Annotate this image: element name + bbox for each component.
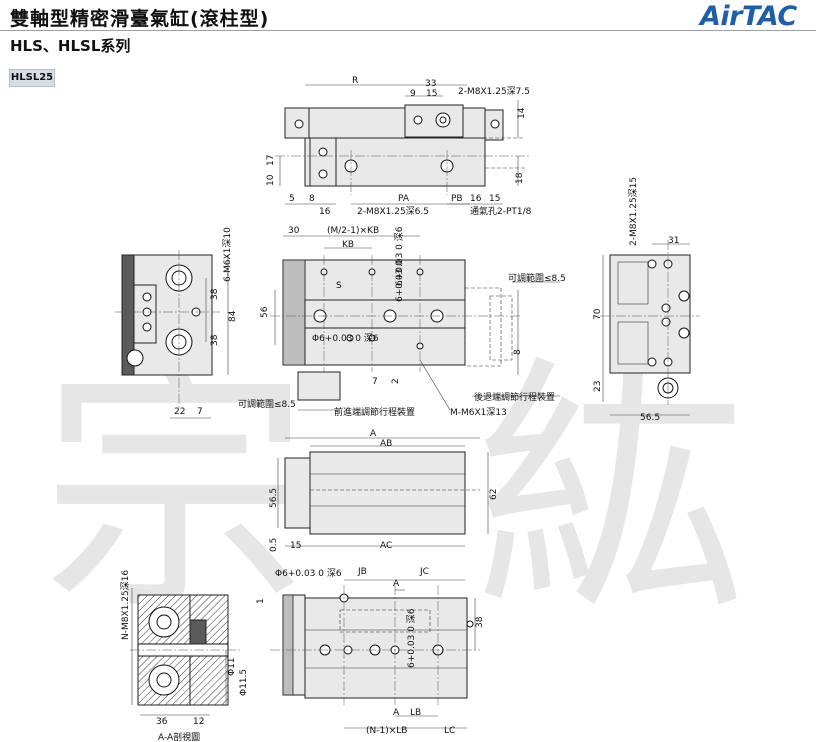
bottom-view bbox=[270, 579, 480, 729]
dim-text: Φ11 bbox=[227, 657, 237, 676]
dim-text: 6+0.03 0 深6 bbox=[406, 608, 417, 668]
dim-text: 10 bbox=[266, 174, 276, 186]
dim-text: 17 bbox=[266, 155, 276, 166]
dim-text: N-M8X1.25深16 bbox=[120, 570, 131, 640]
dim-text: 36 bbox=[156, 717, 168, 727]
dim-text: 0.5 bbox=[269, 538, 279, 552]
right-view bbox=[600, 240, 700, 416]
dim-text: (M/2-1)×KB bbox=[327, 226, 379, 236]
series-subtitle: HLS、HLSL系列 bbox=[10, 37, 131, 55]
section-view bbox=[130, 588, 240, 716]
dim-text: KB bbox=[342, 240, 354, 250]
dim-text: 2-M8X1.25深15 bbox=[628, 177, 639, 246]
dim-text: 84 bbox=[228, 310, 238, 322]
dim-text: 38 bbox=[475, 616, 485, 628]
dim-text: 6-M6X1深10 bbox=[222, 227, 233, 282]
dim-text: 14 bbox=[517, 107, 527, 119]
dim-text: PB bbox=[451, 194, 463, 204]
dim-text: 2-M8X1.25深6.5 bbox=[357, 206, 429, 217]
dim-text: 70 bbox=[593, 308, 603, 320]
model-tag: HLSL25 bbox=[9, 69, 55, 87]
dim-text: 15 bbox=[426, 89, 437, 99]
dim-text: 16 bbox=[319, 207, 331, 217]
dim-text: 30 bbox=[288, 226, 300, 236]
dim-text: 38 bbox=[210, 288, 220, 300]
dim-text: PA bbox=[398, 194, 410, 204]
section-caption: A-A剖視圖 bbox=[158, 731, 200, 742]
dim-text: A bbox=[370, 429, 377, 439]
page-title: 雙軸型精密滑臺氣缸(滾柱型) bbox=[10, 8, 270, 30]
dim-text: 62 bbox=[489, 489, 499, 500]
dim-text: 18 bbox=[515, 172, 525, 184]
dim-text: LB bbox=[410, 708, 421, 718]
dim-text: 56 bbox=[260, 306, 270, 318]
dim-text: 15 bbox=[489, 194, 500, 204]
dim-text: 8 bbox=[513, 349, 523, 355]
dim-text: S bbox=[336, 281, 342, 291]
dim-text: AB bbox=[380, 439, 392, 449]
dim-text: AC bbox=[380, 541, 392, 551]
dim-text: 6+0.03 0 深6 bbox=[394, 226, 405, 286]
dim-text: 1 bbox=[256, 598, 266, 604]
dim-text: 56.5 bbox=[640, 413, 660, 423]
dim-text: A bbox=[393, 579, 400, 589]
dim-text: 2-M8X1.25深7.5 bbox=[458, 86, 530, 97]
dim-text: Φ6+0.03 0 深6 bbox=[312, 333, 379, 344]
dim-text: 2 bbox=[391, 378, 401, 384]
dim-text: Φ6+0.03 0 深6 bbox=[275, 568, 342, 579]
dim-text: R bbox=[352, 76, 358, 86]
dim-text: JC bbox=[419, 567, 429, 577]
dim-text: 16 bbox=[470, 194, 482, 204]
dim-text: 8 bbox=[309, 194, 315, 204]
dim-text: 7 bbox=[197, 407, 203, 417]
header-divider bbox=[0, 30, 816, 31]
top-view bbox=[275, 84, 530, 205]
dim-text: 56.5 bbox=[269, 488, 279, 508]
dim-text: 可調範圍≤8.5 bbox=[238, 398, 296, 410]
dim-text: 7 bbox=[372, 377, 378, 387]
dim-text: 23 bbox=[593, 381, 603, 392]
dim-text: 33 bbox=[425, 79, 436, 89]
dim-text: 可調範圍≤8.5 bbox=[508, 272, 566, 284]
dim-text: M-M6X1深13 bbox=[450, 407, 507, 418]
dim-text: 22 bbox=[174, 407, 185, 417]
dim-text: 9 bbox=[410, 89, 416, 99]
dim-text: 5 bbox=[289, 194, 295, 204]
front-view bbox=[270, 235, 560, 411]
side-view bbox=[277, 437, 489, 547]
dim-text: LC bbox=[444, 726, 455, 736]
dim-text: 12 bbox=[193, 717, 204, 727]
dim-text: (N-1)×LB bbox=[366, 726, 407, 736]
dim-text: 後退端調節行程裝置 bbox=[474, 391, 555, 403]
airtac-logo: AirTAC bbox=[700, 1, 797, 32]
dim-text: A bbox=[393, 708, 400, 718]
dim-text: Φ11.5 bbox=[239, 669, 249, 696]
dim-text: 6+0.03 0 bbox=[395, 260, 405, 302]
dim-text: JB bbox=[357, 567, 367, 577]
dim-text: 15 bbox=[290, 541, 301, 551]
dim-text: 通氣孔2-PT1/8 bbox=[470, 205, 532, 217]
dim-text: 31 bbox=[668, 236, 679, 246]
left-view bbox=[115, 250, 229, 419]
dim-text: 38 bbox=[210, 334, 220, 346]
dim-text: 前進端調節行程裝置 bbox=[334, 406, 415, 418]
